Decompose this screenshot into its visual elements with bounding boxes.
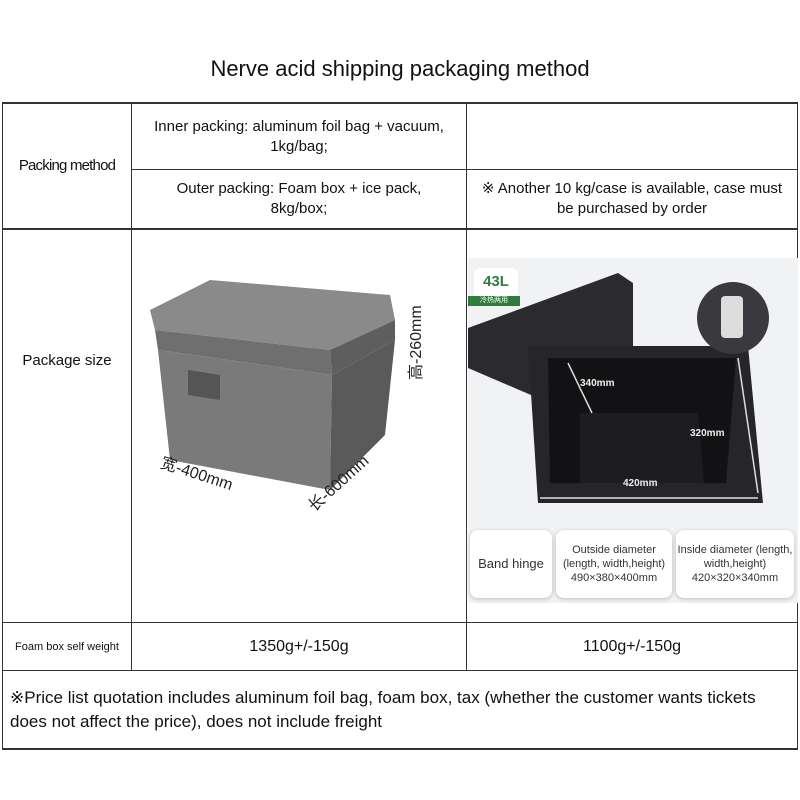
gray-foam-box-image: 宽-400mm 长-600mm 高-260mm bbox=[140, 240, 460, 610]
table-border-bottom bbox=[2, 748, 798, 750]
page-title: Nerve acid shipping packaging method bbox=[210, 56, 590, 81]
divider bbox=[2, 228, 798, 230]
divider bbox=[2, 670, 798, 671]
outer-packing: Outer packing: Foam box + ice pack, 8kg/… bbox=[176, 180, 422, 217]
column-divider bbox=[466, 102, 467, 670]
table-border-left bbox=[2, 102, 3, 750]
divider bbox=[131, 169, 798, 170]
depth-label: 340mm bbox=[580, 378, 615, 389]
divider bbox=[2, 622, 798, 623]
table-border-top bbox=[2, 102, 798, 104]
height-label: 320mm bbox=[690, 428, 725, 439]
length-label: 420mm bbox=[623, 478, 658, 489]
inner-packing: Inner packing: aluminum foil bag + vacuu… bbox=[154, 117, 444, 155]
capacity-badge: 43L bbox=[474, 268, 518, 296]
column-divider bbox=[131, 102, 132, 670]
badge-subtitle: 冷热两用 bbox=[468, 296, 520, 306]
self-weight-box1: 1350g+/-150g bbox=[249, 637, 349, 655]
height-dimension: 高-260mm bbox=[408, 305, 425, 380]
package-size-label: Package size bbox=[22, 352, 112, 369]
self-weight-box2: 1100g+/-150g bbox=[582, 637, 681, 655]
packing-method-label: Packing method bbox=[18, 157, 116, 174]
inside-diameter-card: Inside diameter (length, width,height) 4… bbox=[676, 530, 794, 598]
self-weight-label: Foam box self weight bbox=[15, 640, 119, 653]
outside-diameter-card: Outside diameter (length, width,height) … bbox=[556, 530, 672, 598]
price-footnote: ※Price list quotation includes aluminum … bbox=[10, 687, 756, 731]
band-hinge-card: Band hinge bbox=[470, 530, 552, 598]
case-note: ※ Another 10 kg/case is available, case … bbox=[481, 180, 783, 217]
